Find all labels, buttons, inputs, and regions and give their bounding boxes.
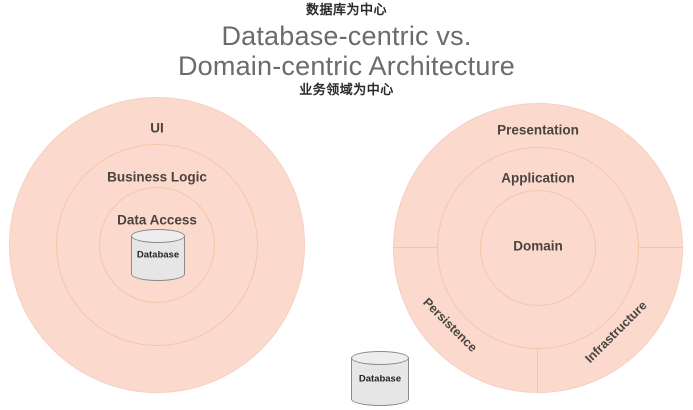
left-label-ui: UI bbox=[150, 120, 164, 136]
sector-divider-west bbox=[393, 247, 438, 248]
chinese-annotation-bottom: 业务领域为中心 bbox=[299, 83, 394, 98]
left-label-business-logic: Business Logic bbox=[107, 169, 207, 185]
left-ring-business-logic[interactable] bbox=[56, 144, 258, 346]
inner-database-label: Database bbox=[136, 249, 180, 261]
left-label-data-access: Data Access bbox=[117, 212, 197, 228]
sector-divider-east bbox=[639, 247, 683, 248]
inner-database-cylinder[interactable]: Database bbox=[131, 229, 185, 281]
left-ring-data-access[interactable] bbox=[99, 187, 215, 303]
external-database-cylinder[interactable]: Database bbox=[351, 351, 409, 406]
right-label-domain: Domain bbox=[513, 238, 563, 254]
chinese-annotation-top: 数据库为中心 bbox=[305, 3, 387, 18]
right-label-presentation: Presentation bbox=[497, 122, 579, 138]
page-title: Database-centric vs. Domain-centric Arch… bbox=[0, 21, 693, 81]
right-ring-domain[interactable] bbox=[480, 190, 596, 306]
database-cylinder-top bbox=[131, 229, 185, 243]
external-database-label: Database bbox=[358, 373, 402, 384]
right-ring-application[interactable] bbox=[437, 147, 639, 349]
external-database-cylinder-top bbox=[351, 351, 409, 365]
page-title-line-1: Database-centric vs. bbox=[221, 21, 472, 51]
title-block: 数据库为中心 Database-centric vs. Domain-centr… bbox=[0, 0, 693, 99]
right-label-application: Application bbox=[501, 170, 575, 186]
page-title-line-2: Domain-centric Architecture bbox=[177, 51, 516, 81]
sector-divider-south bbox=[537, 349, 538, 393]
